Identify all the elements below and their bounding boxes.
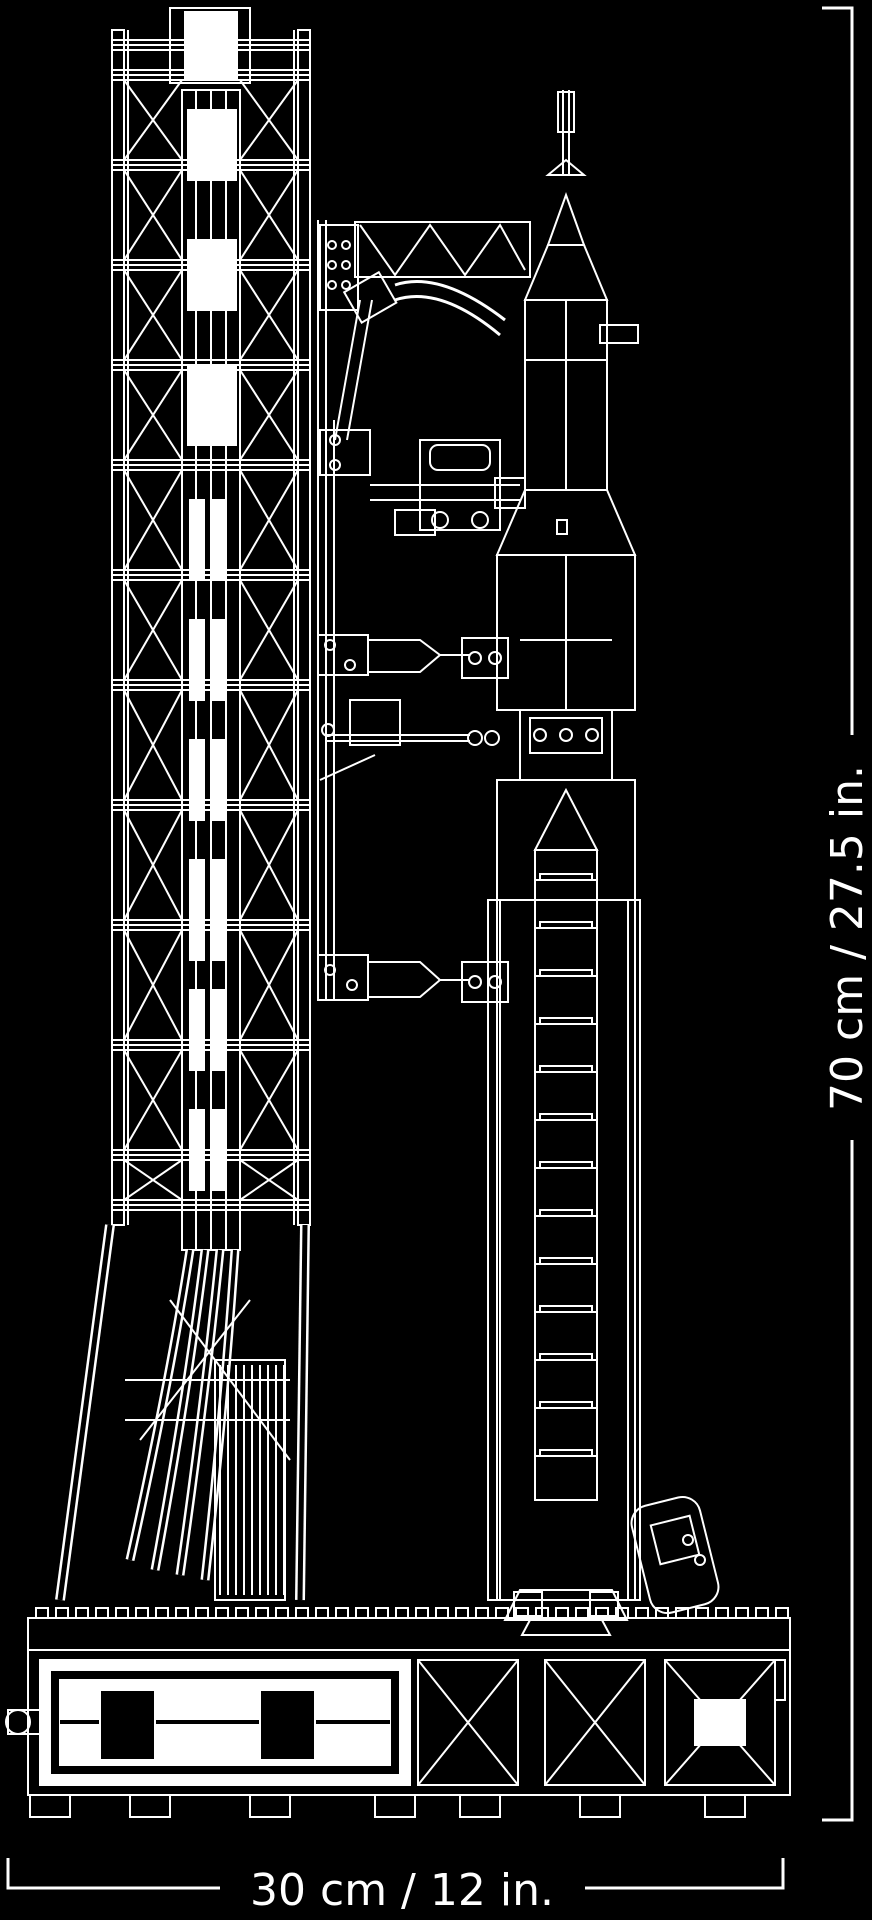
saturn-v-rocket [487,90,641,1636]
height-bracket-bottom [822,1140,854,1822]
width-dimension-label: 30 cm / 12 in. [250,1865,554,1916]
width-bracket-left [6,1858,220,1890]
width-bracket-right [585,1858,785,1890]
height-dimension-label: 70 cm / 27.5 in. [822,765,872,1111]
height-bracket-top [822,6,854,735]
launch-umbilical-tower [111,7,335,1251]
dimension-markers [6,6,854,1890]
mobile-launcher-platform [5,1607,791,1818]
tower-base-and-hoses [55,1224,310,1601]
service-swing-arms [317,221,531,1003]
